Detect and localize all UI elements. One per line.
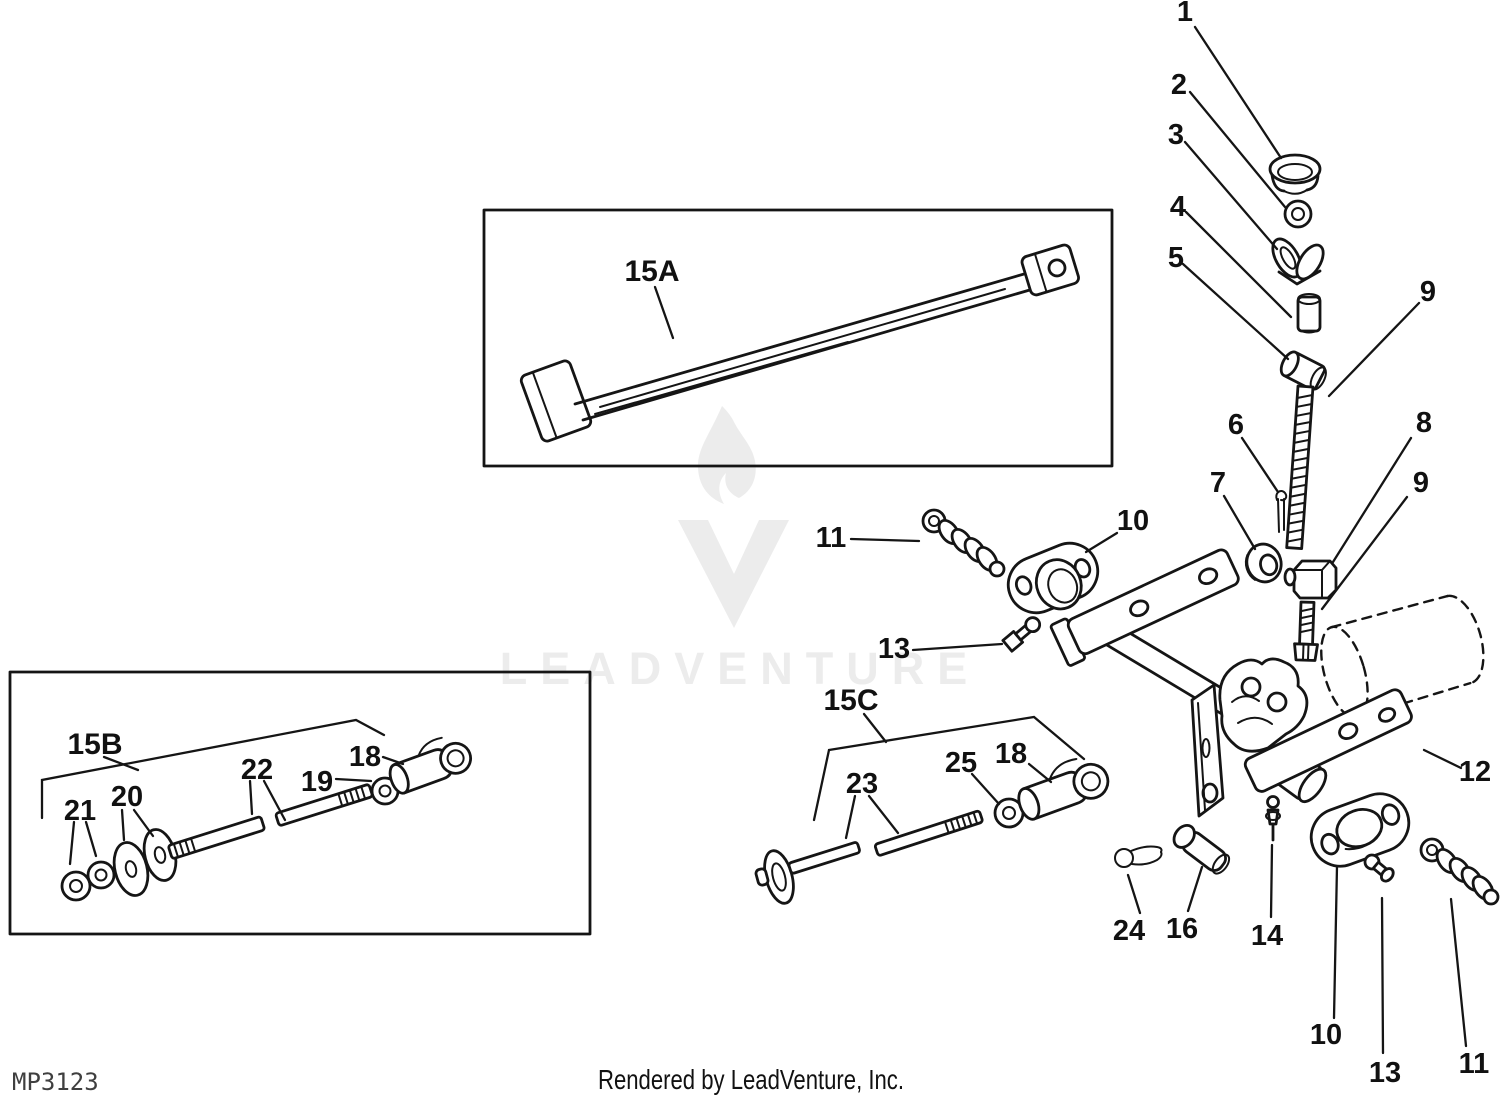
flame-icon [697, 406, 756, 504]
part-3-clip [1271, 237, 1325, 286]
support-plate [1190, 683, 1225, 818]
leader-lines-15c [844, 762, 1053, 840]
v-logo-icon [678, 520, 789, 628]
group-15c [754, 712, 1110, 905]
part-16-clevis-pin [1172, 823, 1231, 875]
leadventure-watermark: LEADVENTURE [500, 406, 981, 694]
part-21-nuts [60, 860, 116, 902]
part-10-flange-upper [1006, 541, 1100, 615]
draft-control-rod [573, 270, 1042, 422]
callout-5: 5 [1168, 242, 1184, 274]
callout-9-mid: 9 [1413, 467, 1429, 499]
callout-14: 14 [1251, 920, 1283, 952]
group-bracket-15b [40, 718, 386, 820]
callout-1: 1 [1177, 0, 1193, 28]
callout-16: 16 [1166, 913, 1198, 945]
callout-2: 2 [1171, 69, 1187, 101]
callout-18-15b: 18 [349, 741, 381, 773]
callout-4: 4 [1170, 191, 1186, 223]
callout-21: 21 [64, 795, 96, 827]
callout-10-bottom: 10 [1310, 1019, 1342, 1051]
part-6-cotter-pin [1275, 490, 1288, 533]
doc-code: MP3123 [12, 1068, 99, 1096]
upper-lift-arm [1049, 548, 1240, 667]
callout-11-top: 11 [816, 522, 847, 554]
part-4-spacer [1296, 293, 1322, 334]
part-14-detent-pin [1265, 795, 1281, 842]
callout-15b: 15B [67, 728, 122, 761]
part-13-zerk-lower [1363, 853, 1395, 883]
callout-20: 20 [111, 781, 143, 813]
part-13-zerk-upper [1001, 616, 1042, 653]
callout-10-top: 10 [1117, 505, 1149, 537]
rockshaft-assembly [1049, 548, 1413, 842]
callout-9-top: 9 [1420, 276, 1436, 308]
callout-15c: 15C [823, 684, 878, 717]
callout-19: 19 [301, 766, 333, 798]
inset-box-15a [482, 208, 1114, 468]
lower-lift-arm [1243, 688, 1413, 793]
part-9-bolt [1293, 600, 1319, 662]
part-18-clevis-15b [388, 736, 472, 795]
part-20-washers [112, 828, 178, 897]
pivot-casting [1218, 657, 1309, 753]
callout-8: 8 [1416, 407, 1432, 439]
part-22-rod-segments [167, 783, 374, 860]
part-11-spring-stack-upper [921, 508, 1006, 578]
callout-7: 7 [1210, 467, 1226, 499]
leader-line [102, 755, 140, 772]
rod-clevis-end [1020, 243, 1080, 297]
callout-18-15c: 18 [995, 738, 1027, 770]
callout-15a: 15A [624, 255, 679, 288]
rod-foot-pad [519, 359, 593, 443]
part-11-spring-stack-lower [1419, 837, 1500, 906]
part-23-rod-assembly [754, 809, 984, 905]
callout-labels: 1 2 3 4 5 9 6 8 7 9 11 10 13 15A 15B 15C… [64, 0, 1491, 1089]
part-24-hairpin-clip [1114, 845, 1163, 868]
watermark-text: LEADVENTURE [500, 643, 981, 694]
callout-12: 12 [1459, 756, 1491, 788]
part-18-clevis-15c [1017, 757, 1110, 821]
part-7-washer [1244, 542, 1283, 584]
part-8-trunnion-block [1283, 559, 1338, 600]
group-bracket-15c [812, 715, 1086, 822]
leader-line [862, 712, 888, 744]
callout-24: 24 [1113, 915, 1145, 947]
part-10-flange-lower [1309, 792, 1411, 868]
callout-13-top: 13 [878, 633, 910, 665]
leader-lines-15b [68, 755, 405, 866]
rendered-by-text: Rendered by LeadVenture, Inc. [598, 1064, 904, 1095]
callout-6: 6 [1228, 409, 1244, 441]
callout-3: 3 [1168, 119, 1184, 151]
callout-22: 22 [241, 754, 273, 786]
threaded-link-rod [1285, 384, 1315, 551]
leader-lines-main [849, 25, 1468, 1055]
vertical-link-parts [1244, 153, 1338, 662]
callout-13-bottom: 13 [1369, 1057, 1401, 1089]
callout-25: 25 [945, 747, 977, 779]
leader-line [653, 285, 675, 340]
part-1-cap [1268, 153, 1322, 195]
callout-23: 23 [846, 768, 878, 800]
callout-11-bottom: 11 [1459, 1048, 1490, 1080]
part-2-nut [1283, 199, 1313, 229]
inset-box-15b [8, 670, 592, 936]
